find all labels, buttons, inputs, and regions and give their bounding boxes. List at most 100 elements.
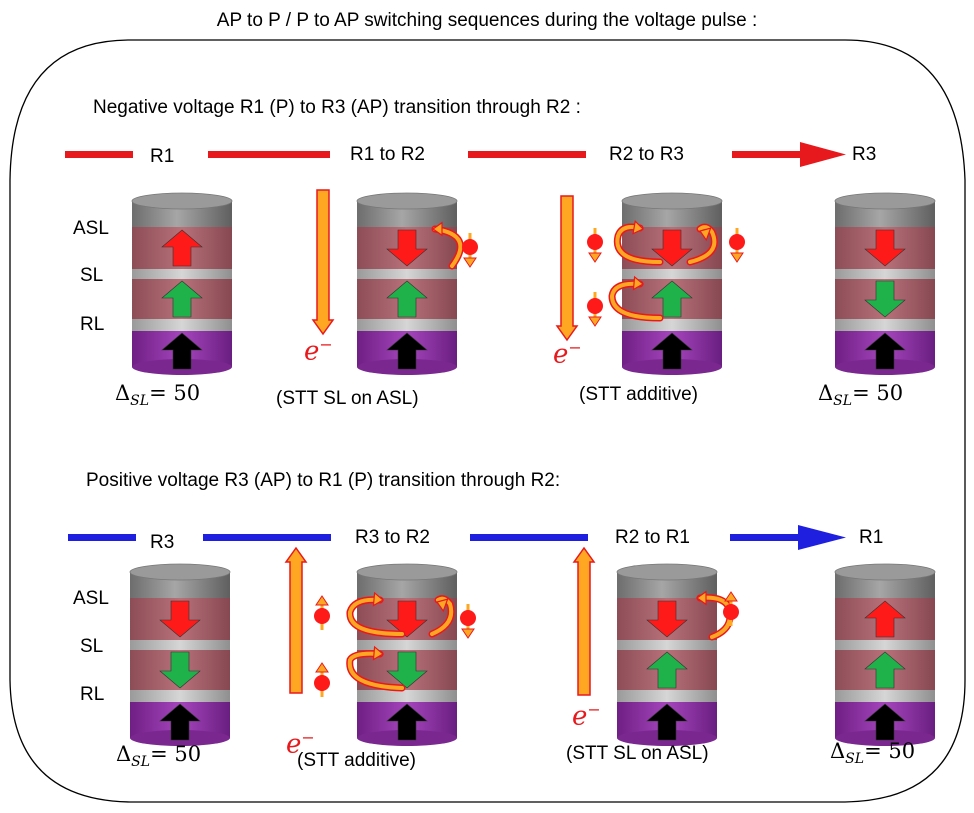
pillar-top — [356, 192, 458, 210]
neg-delta-right: ΔSL= 50 — [818, 381, 904, 410]
pos-pillar-r3 — [129, 563, 231, 746]
pos-spin-1b — [460, 604, 476, 639]
pillar-top — [834, 192, 936, 210]
rl-magnetization-arrow — [386, 703, 428, 741]
neg-electron-1: e− — [304, 335, 333, 367]
pos-flow-1a — [346, 596, 406, 638]
pos-spin-1c — [314, 662, 330, 697]
asl-magnetization-arrow — [386, 600, 428, 638]
pos-spin-1a — [314, 595, 330, 630]
neg-flow-2b — [686, 223, 718, 266]
neg-flow-2c — [608, 280, 664, 322]
pos-label-asl: ASL — [73, 588, 109, 609]
sl-magnetization-arrow — [386, 280, 428, 318]
pos-flow-1c-tip — [372, 645, 385, 661]
pillar-top — [621, 192, 723, 210]
neg-state-r2-to-r3: R2 to R3 — [609, 144, 684, 165]
pillar-top — [131, 192, 233, 210]
rl-magnetization-arrow — [159, 703, 201, 741]
pos-state-r3-to-r2: R3 to R2 — [355, 527, 430, 548]
asl-magnetization-arrow — [651, 229, 693, 267]
neg-caption-stt-sl-on-asl: (STT SL on ASL) — [276, 388, 419, 409]
pos-flow-2-tip — [695, 590, 707, 606]
pos-caption-stt-additive: (STT additive) — [297, 750, 416, 771]
sl-magnetization-arrow — [864, 280, 906, 318]
spacer-layer — [835, 319, 935, 331]
neg-spin-2b — [729, 228, 745, 263]
spacer-layer — [357, 269, 457, 279]
pos-state-r2-to-r1: R2 to R1 — [615, 527, 690, 548]
neg-flow-2a — [613, 223, 664, 266]
pos-delta-right: ΔSL= 50 — [830, 739, 916, 768]
neg-electron-arrow-1 — [311, 189, 335, 336]
pos-pillar-r2-to-r1 — [616, 563, 718, 746]
spacer-layer — [622, 319, 722, 331]
neg-label-rl: RL — [80, 314, 105, 335]
neg-pillar-r1-to-r2 — [356, 192, 458, 375]
rl-magnetization-arrow — [651, 332, 693, 370]
spacer-layer — [357, 690, 457, 702]
pos-flow-1a-tip — [372, 591, 385, 607]
pos-electron-1: e− — [286, 728, 315, 760]
spacer-layer — [357, 319, 457, 331]
sl-magnetization-arrow — [864, 651, 906, 689]
asl-magnetization-arrow — [864, 600, 906, 638]
pos-flow-1b — [428, 595, 455, 638]
neg-spin-1 — [462, 233, 478, 268]
positive-heading: Positive voltage R3 (AP) to R1 (P) trans… — [86, 470, 561, 491]
pos-flow-1b-tip — [436, 598, 449, 613]
neg-spin-2a — [587, 228, 603, 263]
pillar-top — [616, 563, 718, 581]
neg-electron-2: e− — [553, 338, 582, 370]
asl-magnetization-arrow — [159, 600, 201, 638]
sl-magnetization-arrow — [159, 651, 201, 689]
negative-heading: Negative voltage R1 (P) to R3 (AP) trans… — [93, 97, 581, 118]
neg-state-r1-to-r2: R1 to R2 — [350, 144, 425, 165]
pos-electron-arrow-1 — [284, 546, 308, 694]
pillar-top — [356, 563, 458, 581]
rl-magnetization-arrow — [646, 703, 688, 741]
spacer-layer — [835, 640, 935, 650]
spacer-layer — [132, 319, 232, 331]
pos-delta-left: ΔSL= 50 — [116, 742, 202, 771]
spacer-layer — [622, 269, 722, 279]
spacer-layer — [132, 269, 232, 279]
asl-magnetization-arrow — [386, 229, 428, 267]
spacer-layer — [617, 690, 717, 702]
negative-state-line — [65, 142, 846, 167]
pos-state-r1: R1 — [859, 527, 884, 548]
spacer-layer — [835, 690, 935, 702]
neg-flow-2b-tip — [699, 227, 712, 242]
pos-electron-2: e− — [572, 700, 601, 732]
sl-magnetization-arrow — [651, 280, 693, 318]
sl-magnetization-arrow — [386, 651, 428, 689]
neg-state-r3: R3 — [852, 144, 877, 165]
rl-magnetization-arrow — [864, 703, 906, 741]
positive-state-line — [68, 525, 846, 550]
spacer-layer — [130, 690, 230, 702]
pos-flow-1c — [346, 650, 406, 692]
pos-electron-arrow-2 — [572, 546, 596, 696]
neg-electron-arrow-2 — [555, 195, 579, 342]
neg-state-r1: R1 — [150, 146, 175, 167]
asl-magnetization-arrow — [646, 600, 688, 638]
sl-magnetization-arrow — [161, 280, 203, 318]
asl-magnetization-arrow — [161, 229, 203, 267]
neg-spin-2c — [587, 292, 603, 327]
neg-delta-left: ΔSL= 50 — [115, 381, 201, 410]
diagram-title: AP to P / P to AP switching sequences du… — [216, 10, 758, 31]
neg-flow-1-tip — [431, 221, 443, 237]
pillar-top — [834, 563, 936, 581]
spacer-layer — [617, 640, 717, 650]
neg-label-sl: SL — [80, 265, 104, 286]
pos-label-sl: SL — [80, 636, 104, 657]
pos-state-r3: R3 — [150, 532, 175, 553]
pillar-top — [129, 563, 231, 581]
spacer-layer — [357, 640, 457, 650]
neg-pillar-r1 — [131, 192, 233, 375]
rl-magnetization-arrow — [161, 332, 203, 370]
pos-pillar-r1 — [834, 563, 936, 746]
asl-magnetization-arrow — [864, 229, 906, 267]
neg-flow-2c-tip — [632, 275, 645, 291]
